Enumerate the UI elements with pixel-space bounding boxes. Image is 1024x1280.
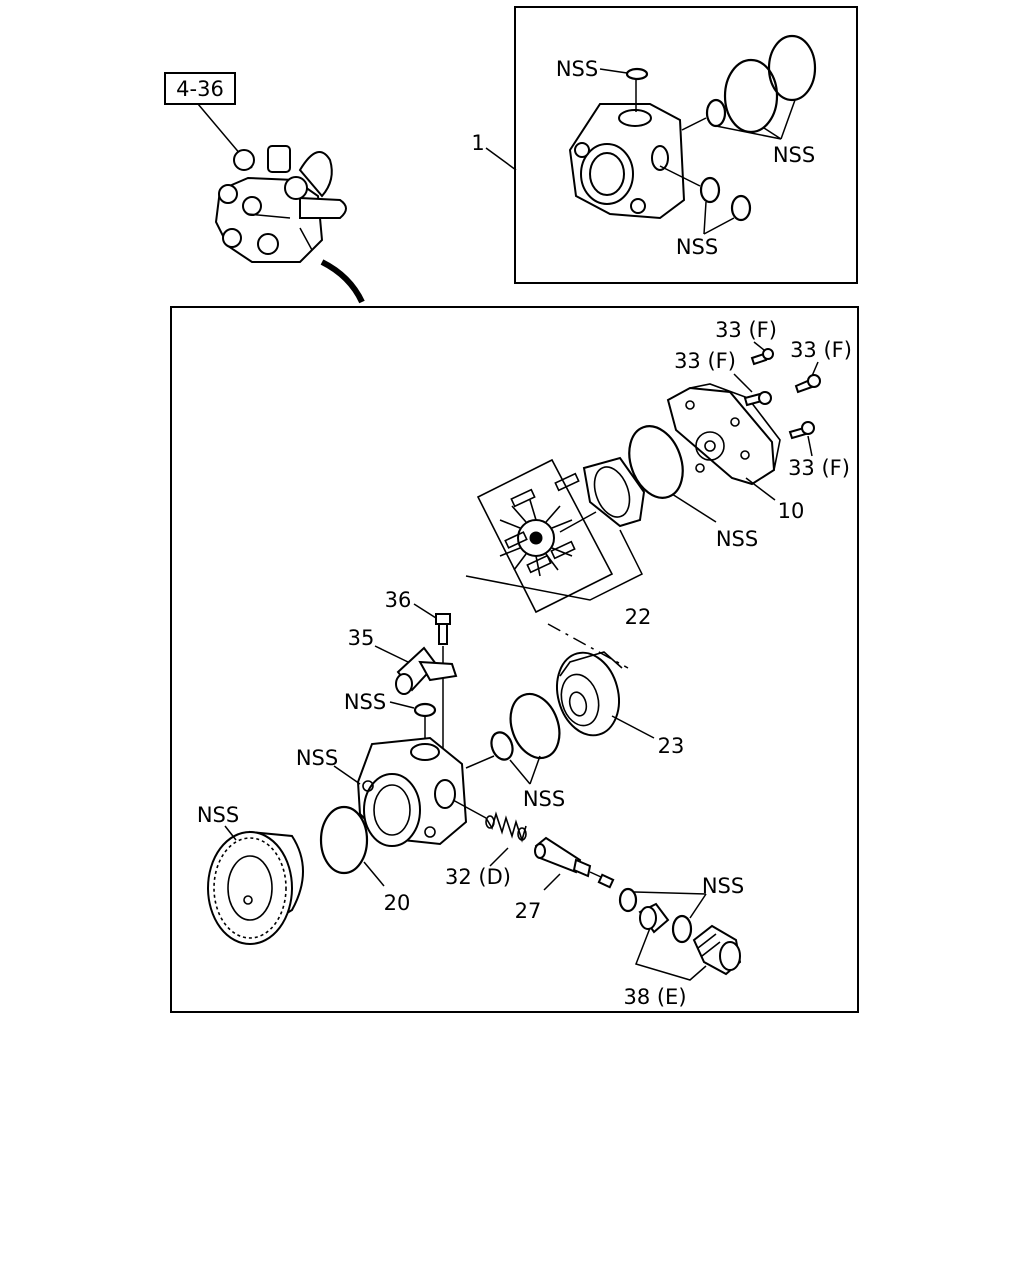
bolt-36[interactable] (435, 613, 451, 645)
spring-32-d[interactable] (485, 811, 527, 843)
exploded-frame (170, 306, 859, 1013)
cartridge-kit[interactable] (476, 456, 646, 614)
nss-label-top-oring: NSS (556, 57, 598, 81)
pump-housing[interactable] (356, 736, 468, 847)
bolt-f-label-3: 33 (F) (790, 338, 852, 362)
exploded-view: 10 33 (F) 33 (F) 33 (F) 33 (F) NSS (170, 306, 859, 1013)
nss-label-housing: NSS (296, 746, 338, 770)
cover-number-label: 10 (778, 499, 805, 523)
flow-valve-27[interactable] (534, 836, 615, 889)
bolt-36-label: 36 (385, 588, 412, 612)
nss-label-gear: NSS (197, 803, 239, 827)
connector-number-label: 38 (E) (623, 985, 686, 1009)
bolt-f-label-2: 33 (F) (674, 349, 736, 373)
seal-number-label: 20 (384, 891, 411, 915)
plate-number-label: 23 (658, 734, 685, 758)
cover-plate[interactable] (666, 383, 781, 486)
assy-number-label: 1 (471, 131, 484, 155)
pipe-35[interactable] (395, 646, 458, 695)
nss-label-pipe-oring: NSS (344, 690, 386, 714)
side-plate[interactable] (548, 646, 628, 743)
reference-pump-view: 4-36 (164, 72, 365, 304)
bolt-f-label-4: 33 (F) (788, 456, 850, 480)
bolt-f-label-1: 33 (F) (715, 318, 777, 342)
nss-label-cover-ring: NSS (716, 527, 758, 551)
drive-gear[interactable] (207, 830, 304, 945)
spring-number-label: 32 (D) (445, 865, 511, 889)
bolt-33-f-group[interactable] (743, 348, 821, 440)
pump-assembly-box: 1 NSS NSS NSS (471, 6, 858, 284)
nss-label-body-seals: NSS (773, 143, 815, 167)
ref-box[interactable] (164, 72, 236, 105)
connector-38-e[interactable] (638, 902, 742, 976)
cartridge-number-label: 22 (625, 605, 652, 629)
ref-box-label: 4-36 (176, 77, 224, 101)
pipe-35-label: 35 (348, 626, 375, 650)
nss-label-connector-orings: NSS (702, 874, 744, 898)
nss-label-plate-seals: NSS (523, 787, 565, 811)
valve-number-label: 27 (515, 899, 542, 923)
assembly-frame (514, 6, 858, 284)
nss-label-side-orings: NSS (676, 235, 718, 259)
